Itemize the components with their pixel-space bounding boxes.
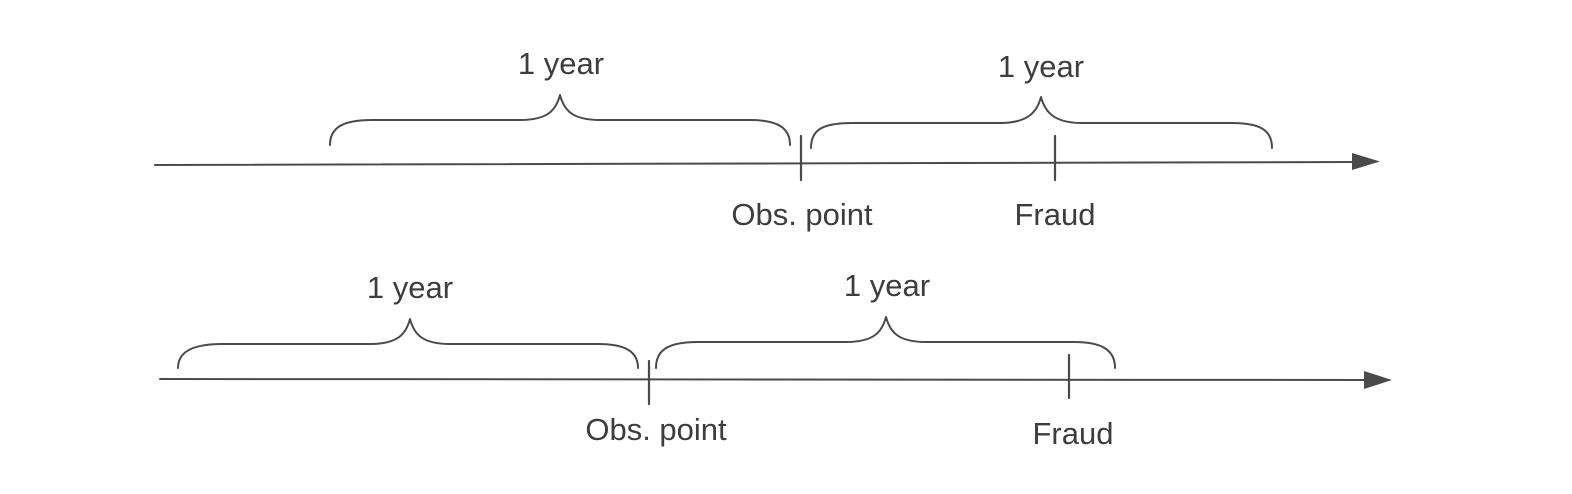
timeline-2-brace-1-label: 1 year: [367, 270, 453, 305]
timeline-1-brace-1: [329, 94, 791, 146]
timeline-2-axis: [159, 378, 1367, 381]
timeline-1-obs-point-label: Obs. point: [731, 197, 873, 232]
timeline-2-brace-1: [177, 318, 639, 369]
timeline-1-brace-1-label: 1 year: [518, 46, 604, 81]
timeline-1: 1 year 1 year Obs. point Fraud: [154, 46, 1380, 232]
timeline-2-brace-2: [655, 316, 1116, 369]
timeline-1-arrow-head: [1352, 153, 1380, 170]
timeline-2-obs-point-label: Obs. point: [585, 412, 727, 447]
timeline-1-fraud-label: Fraud: [1015, 197, 1096, 232]
timeline-1-axis: [154, 161, 1357, 166]
timeline-2: 1 year 1 year Obs. point Fraud: [159, 268, 1392, 451]
timeline-1-brace-2-label: 1 year: [998, 49, 1084, 84]
timeline-2-brace-2-label: 1 year: [844, 268, 930, 303]
timeline-1-brace-2: [810, 96, 1273, 149]
timeline-2-arrow-head: [1364, 371, 1392, 389]
timeline-2-fraud-label: Fraud: [1033, 416, 1114, 451]
